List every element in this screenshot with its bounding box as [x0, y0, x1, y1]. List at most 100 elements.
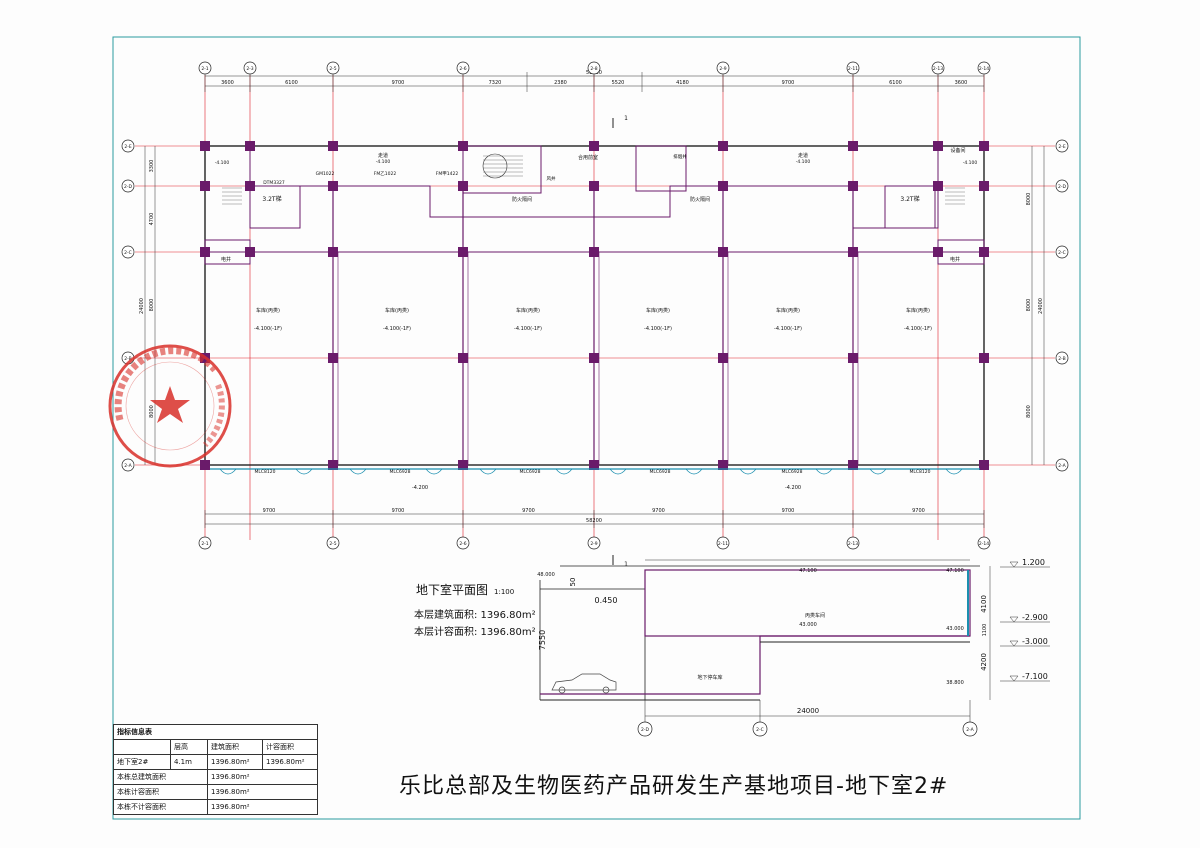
- bottom-dimension: 9700: [782, 508, 795, 514]
- elevation-marker: [1009, 675, 1019, 682]
- top-dimension: 5520: [612, 80, 625, 86]
- index-header: 建筑面积: [207, 739, 263, 755]
- grid-bubble-left-text: 2-C: [124, 250, 132, 256]
- fire-lobby-label: 防火隔间: [512, 196, 532, 203]
- grid-bubble-left-text: 2-E: [124, 144, 131, 150]
- section-axis-label: 2-D: [641, 727, 649, 733]
- right-total-dimension: 24000: [1038, 298, 1044, 314]
- grid-bubble-top-text: 2-1: [201, 66, 208, 72]
- bottom-dimension: 9700: [392, 508, 405, 514]
- door-swing: [609, 468, 627, 475]
- grid-bubble-left: [121, 458, 135, 472]
- column: [848, 247, 858, 257]
- column: [933, 141, 943, 151]
- column: [933, 247, 943, 257]
- section-level-left: 48.000: [537, 572, 555, 578]
- column: [979, 247, 989, 257]
- index-cell: 本栋总建筑面积: [113, 769, 208, 785]
- section-dim-right: 1100: [982, 624, 988, 637]
- grid-bubble-top-text: 2-13: [933, 66, 943, 72]
- section-level-label: 47.100: [946, 568, 964, 574]
- grid-bubble-top: [587, 61, 601, 75]
- elevation-label: -2.900: [1022, 613, 1048, 622]
- counted-area: 本层计容面积: 1396.80m²: [414, 627, 536, 638]
- section-mark-label: 1: [624, 115, 628, 122]
- index-cell: 1396.80m²: [207, 754, 263, 770]
- section-ramp: [540, 588, 646, 700]
- grid-bubble-top-text: 2-9: [719, 66, 726, 72]
- column: [718, 247, 728, 257]
- grid-bubble-bottom-text: 2-9: [590, 541, 597, 547]
- index-cell: 1396.80m²: [207, 799, 318, 815]
- door-label: MLC6928: [520, 469, 541, 475]
- column: [458, 460, 468, 470]
- index-table-title: 指标信息表: [113, 724, 318, 740]
- section-level-label: 43.000: [946, 626, 964, 632]
- lift-label: 3.2T梯: [900, 195, 919, 203]
- column: [328, 247, 338, 257]
- left-dimension: 4700: [149, 213, 155, 226]
- grid-bubble-top-text: 2-5: [329, 66, 336, 72]
- stair-icon: [482, 153, 508, 179]
- door-label: MLC8120: [910, 469, 931, 475]
- grid-bubble-bottom-text: 2-6: [459, 541, 466, 547]
- right-dimension: 8000: [1026, 299, 1032, 312]
- grid-bubble-bottom: [716, 536, 730, 550]
- lift-label: 3.2T梯: [262, 195, 281, 203]
- section-level-label: 38.800: [946, 680, 964, 686]
- door-label: MLC6928: [650, 469, 671, 475]
- section-level-left: 0.450: [595, 596, 618, 605]
- column: [245, 181, 255, 191]
- level-label: -4.100: [215, 160, 230, 166]
- right-dimension: 8000: [1026, 193, 1032, 206]
- section-axis-label: 2-A: [966, 727, 974, 733]
- section-bottom-dimension: 24000: [797, 707, 819, 715]
- bottom-dimension: 9700: [522, 508, 535, 514]
- section-room-label: 丙类车间: [805, 612, 825, 619]
- elevation-marker: [1009, 640, 1019, 647]
- car-wheel: [602, 686, 610, 694]
- index-cell: 4.1m: [170, 754, 208, 770]
- left-total-dimension: 24000: [139, 298, 145, 314]
- door-swing: [295, 468, 313, 475]
- room-label: 车库(丙类): [256, 307, 280, 314]
- stair-core: [462, 145, 542, 194]
- grid-bubble-top-text: 2-6: [459, 66, 466, 72]
- column: [200, 460, 210, 470]
- index-table: 指标信息表 层高 建筑面积 计容面积 地下室2# 4.1m 1396.80m² …: [113, 724, 318, 815]
- section-level-label: 47.100: [799, 568, 817, 574]
- fire-lobby-label: 防火隔间: [690, 196, 710, 203]
- grid-bubble-left-text: 2-D: [124, 184, 132, 190]
- index-cell: 本栋不计容面积: [113, 799, 208, 815]
- door-swing: [479, 468, 497, 475]
- door-swing: [945, 468, 963, 475]
- column: [718, 141, 728, 151]
- column: [848, 141, 858, 151]
- grid-bubble-right-text: 2-A: [1058, 463, 1066, 469]
- room-level: -4.100(-1F): [644, 326, 672, 332]
- column: [848, 353, 858, 363]
- column: [589, 460, 599, 470]
- fan-room-label: 排烟井: [673, 153, 687, 160]
- grid-bubble-top: [931, 61, 945, 75]
- column: [200, 247, 210, 257]
- door-label: FM乙1022: [374, 170, 397, 177]
- car-wheel: [558, 686, 566, 694]
- column: [245, 141, 255, 151]
- top-dimension: 9700: [782, 80, 795, 86]
- column: [933, 181, 943, 191]
- level-label: -4.100: [376, 159, 391, 165]
- grid-bubble-right-text: 2-B: [1058, 356, 1065, 362]
- door-swing: [815, 468, 833, 475]
- elevator-core: [635, 145, 687, 192]
- grid-bubble-right: [1055, 139, 1069, 153]
- top-dimension: 3600: [221, 80, 234, 86]
- room-label: 车库(丙类): [516, 307, 540, 314]
- top-dimension: 9700: [392, 80, 405, 86]
- index-cell: 1396.80m²: [262, 754, 318, 770]
- lift-1: [249, 185, 301, 229]
- entrance-level: -4.200: [412, 485, 428, 491]
- section-dim-right: 4200: [980, 653, 988, 671]
- grid-bubble-right: [1055, 351, 1069, 365]
- elevation-label: -3.000: [1022, 637, 1048, 646]
